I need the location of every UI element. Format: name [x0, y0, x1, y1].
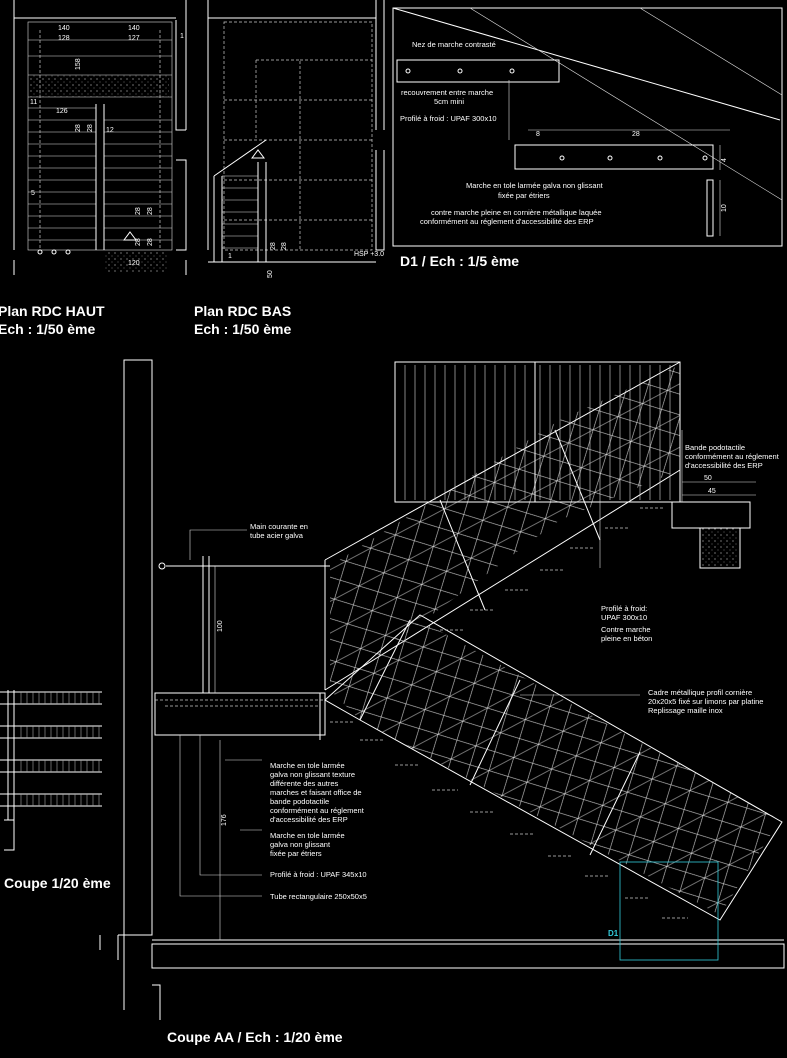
- label-recouvrement-1: recouvrement entre marche: [401, 88, 493, 97]
- label-cadre-3: Replissage maille inox: [648, 706, 723, 715]
- title-coupe-aa: Coupe AA / Ech : 1/20 ème: [167, 1029, 343, 1045]
- title-plan-haut-1: Plan RDC HAUT: [0, 303, 105, 319]
- coupe-small: Coupe 1/20 ème: [0, 690, 111, 891]
- label-bande-1: Bande podotactile: [685, 443, 745, 452]
- handrail: [158, 556, 330, 693]
- dim-text: 1: [228, 253, 232, 260]
- label-marche-texture-7: d'accessibilité des ERP: [270, 815, 348, 824]
- title-plan-bas-1: Plan RDC BAS: [194, 303, 291, 319]
- label-upaf-1: Profilé à froid:: [601, 604, 647, 613]
- dim-text: 11: [30, 99, 37, 106]
- dim-text: 28: [147, 238, 154, 246]
- dim-text: 28: [270, 242, 277, 250]
- dim-text: 28: [632, 131, 640, 138]
- wall-section: [123, 359, 153, 936]
- dim-text: 1: [180, 33, 184, 40]
- label-marche-fix-1: Marche en tole larmée: [270, 831, 345, 840]
- dim-text: 28: [147, 207, 154, 215]
- label-marche-texture-5: bande podotactile: [270, 797, 329, 806]
- dim-text: 28: [75, 124, 82, 132]
- dim-text: 50: [267, 270, 274, 278]
- dim-text: 45: [708, 488, 716, 495]
- label-main-courante-2: tube acier galva: [250, 531, 304, 540]
- railing-grid: [394, 361, 681, 503]
- lower-flight-mesh: [330, 620, 780, 915]
- label-marche-texture-1: Marche en tole larmée: [270, 761, 345, 770]
- label-marche-texture-4: marches et faisant office de: [270, 788, 362, 797]
- dim-text: 50: [704, 475, 712, 482]
- dim-text: 28: [281, 242, 288, 250]
- title-plan-bas-2: Ech : 1/50 ème: [194, 321, 291, 337]
- upper-flight-mesh: [330, 365, 680, 690]
- top-landing: [671, 501, 751, 529]
- coupe-aa: D1 Main courante en tube acier galva Ban…: [99, 359, 785, 1045]
- title-detail: D1 / Ech : 1/5 ème: [400, 253, 519, 269]
- label-upaf-2: UPAF 300x10: [601, 613, 647, 622]
- label-contre-2: conformément au réglement d'accessibilit…: [420, 217, 594, 226]
- dim-text: 127: [128, 35, 140, 42]
- label-marche-2: fixée par étriers: [498, 191, 550, 200]
- plan-bas-treads: [213, 139, 267, 262]
- floor-slab: [151, 943, 785, 969]
- label-contre-1: contre marche pleine en cornière métalli…: [431, 208, 602, 217]
- tread-upper: [396, 59, 560, 83]
- label-marche-texture-3: différente des autres: [270, 779, 338, 788]
- dim-text: 176: [221, 814, 228, 826]
- dim-text: 5: [31, 190, 35, 197]
- plan-rdc-haut: 140 128 140 127 158 126 11 12 28 28 5 28…: [13, 0, 187, 275]
- d1-callout-label: D1: [608, 929, 619, 938]
- title-plan-haut-2: Ech : 1/50 ème: [0, 321, 95, 337]
- dim-text: 158: [75, 58, 82, 70]
- dim-text: 10: [721, 204, 728, 212]
- label-marche-fix-3: fixée par étriers: [270, 849, 322, 858]
- label-nez: Nez de marche contrasté: [412, 40, 496, 49]
- dim-text: 140: [128, 25, 140, 32]
- dim-text: 100: [217, 620, 224, 632]
- dim-text: 8: [536, 131, 540, 138]
- dim-text: 4: [721, 158, 728, 162]
- plan-haut-treads: [28, 104, 172, 250]
- label-upaf345: Profilé à froid : UPAF 345x10: [270, 870, 367, 879]
- label-profile: Profilé à froid : UPAF 300x10: [400, 114, 497, 123]
- label-recouvrement-2: 5cm mini: [434, 97, 464, 106]
- label-marche-1: Marche en tole larmée galva non glissant: [466, 181, 604, 190]
- tread-lower: [514, 144, 714, 170]
- dim-text: 128: [58, 35, 70, 42]
- label-bande-2: conformément au réglement: [685, 452, 780, 461]
- label-contre-marche-1: Contre marche: [601, 625, 651, 634]
- landing: [154, 692, 326, 736]
- dim-text: 28: [87, 124, 94, 132]
- d1-callout: [619, 861, 719, 961]
- dim-text: 126: [56, 108, 68, 115]
- step-marks: [330, 507, 688, 919]
- label-marche-texture-2: galva non glissant texture: [270, 770, 355, 779]
- label-tube: Tube rectangulaire 250x50x5: [270, 892, 367, 901]
- plan-rdc-bas: 28 28 50 1 HSP +3.0: [207, 0, 385, 278]
- dim-text: 12: [106, 127, 114, 134]
- detail-d1: Nez de marche contrasté recouvrement ent…: [392, 7, 783, 269]
- dim-text: 140: [58, 25, 70, 32]
- label-contre-marche-2: pleine en béton: [601, 634, 652, 643]
- label-marche-texture-6: conformément au réglement: [270, 806, 365, 815]
- label-marche-fix-2: galva non glissant: [270, 840, 331, 849]
- dim-text: 28: [135, 238, 142, 246]
- dim-text: 120: [128, 260, 140, 267]
- label-cadre-2: 20x20x5 fixé sur limons par platine: [648, 697, 763, 706]
- hsp-label: HSP +3.0: [354, 251, 384, 258]
- dim-text: 28: [135, 207, 142, 215]
- label-bande-3: d'accessibilité des ERP: [685, 461, 763, 470]
- label-cadre-1: Cadre métallique profil cornière: [648, 688, 752, 697]
- title-coupe-small: Coupe 1/20 ème: [4, 875, 111, 891]
- label-main-courante-1: Main courante en: [250, 522, 308, 531]
